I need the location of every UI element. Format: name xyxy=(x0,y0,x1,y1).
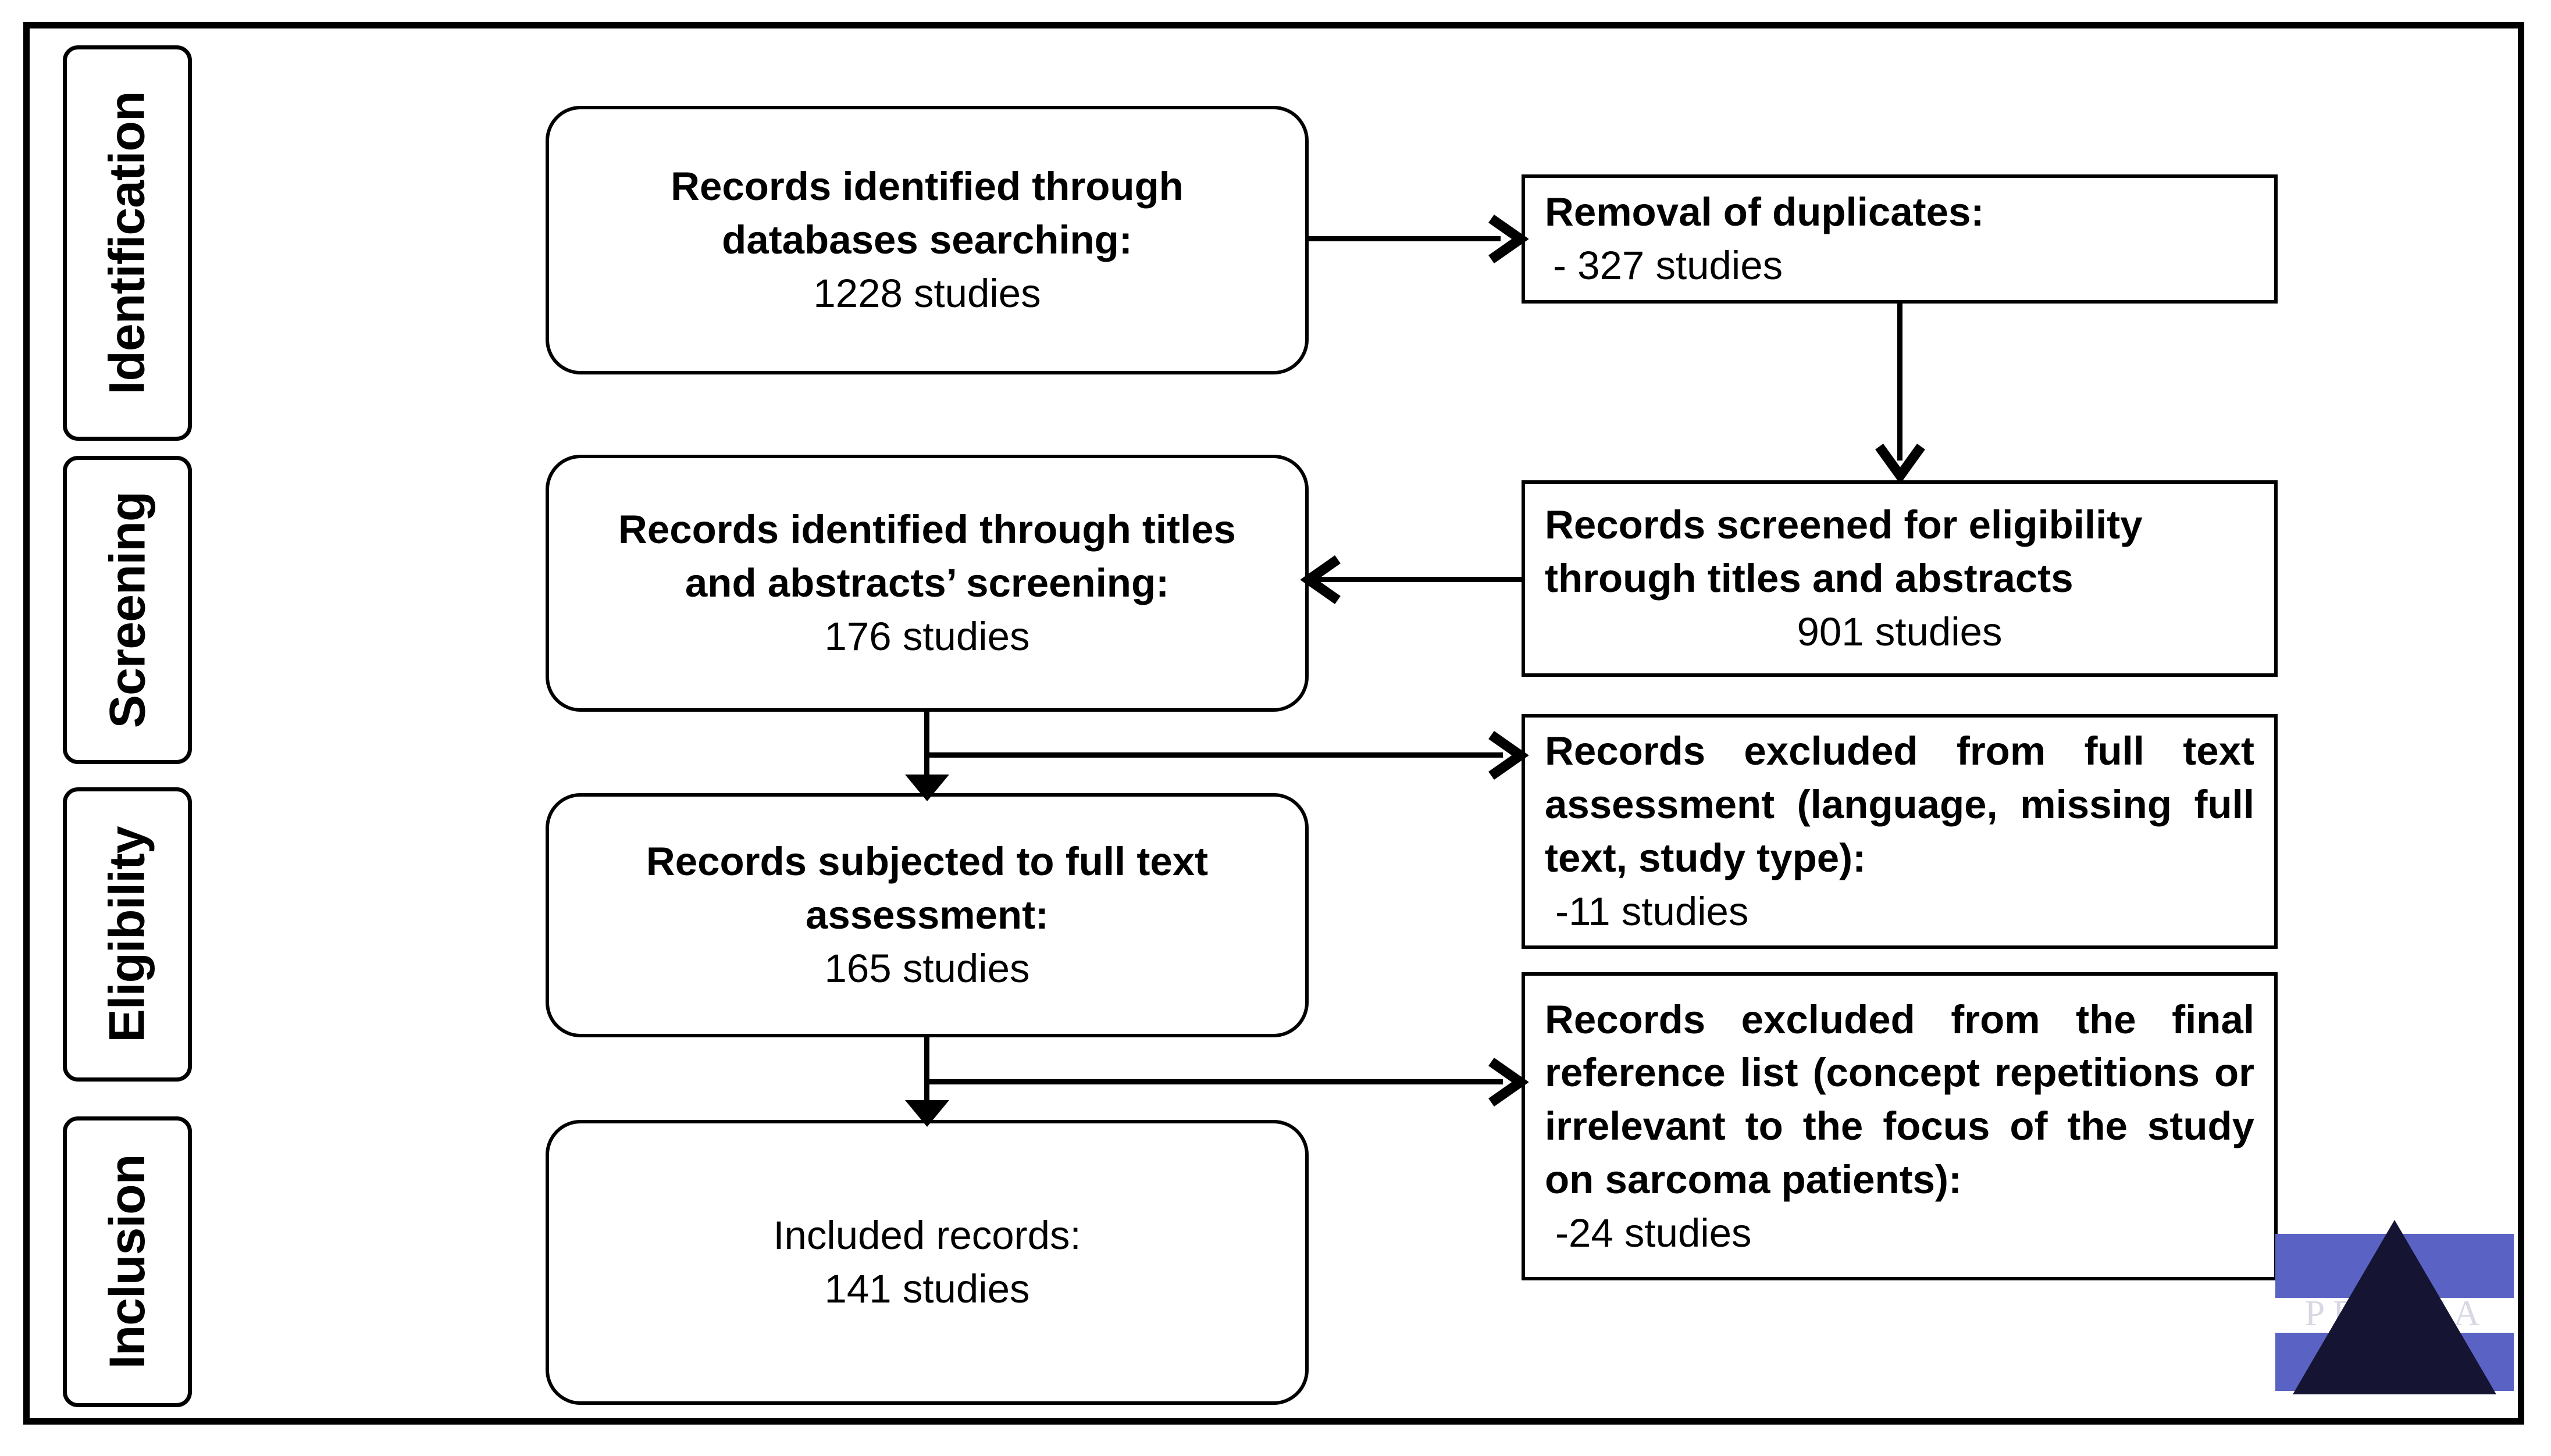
node-included-count: 141 studies xyxy=(824,1266,1030,1311)
node-duplicates-line1: Removal of duplicates: xyxy=(1545,190,1984,235)
stage-label-inclusion-text: Inclusion xyxy=(99,1154,155,1369)
node-excluded-fulltext-body: Records excluded from full text assessme… xyxy=(1545,729,2266,880)
node-titles-abstracts-count: 176 studies xyxy=(824,613,1030,659)
node-removal-of-duplicates: Removal of duplicates: - 327 studies xyxy=(1522,174,2278,304)
node-fulltext-line1: Records subjected to full text xyxy=(646,839,1209,884)
stage-label-inclusion: Inclusion xyxy=(63,1116,192,1407)
arrowhead-right-excluded-fulltext xyxy=(1487,730,1529,780)
arrowhead-down-screened xyxy=(1875,442,1926,485)
node-included-records: Included records: 141 studies xyxy=(546,1120,1309,1405)
connector-branch-to-excluded-fulltext xyxy=(924,752,1503,758)
arrowhead-down-included xyxy=(902,1099,953,1129)
node-records-subjected-fulltext: Records subjected to full text assessmen… xyxy=(546,793,1309,1037)
node-records-screened-eligibility: Records screened for eligibility through… xyxy=(1522,480,2278,677)
node-databases-line2: databases searching: xyxy=(722,217,1132,263)
prisma-logo: PRISMA xyxy=(2269,1204,2520,1419)
stage-label-screening-text: Screening xyxy=(99,491,155,729)
arrowhead-down-fulltext xyxy=(902,773,953,804)
node-databases-line1: Records identified through xyxy=(671,164,1184,209)
node-screened-line1: Records screened for eligibility xyxy=(1545,502,2143,548)
node-excluded-final-count: -24 studies xyxy=(1555,1210,1752,1255)
node-records-identified-titles-abstracts: Records identified through titles and ab… xyxy=(546,455,1309,712)
node-excluded-final-body: Records excluded from the final referenc… xyxy=(1545,997,2266,1202)
connector-branch-to-excluded-final xyxy=(924,1079,1503,1084)
stage-label-identification: Identification xyxy=(63,45,192,441)
connector-databases-to-duplicates xyxy=(1309,236,1501,241)
node-records-excluded-fulltext: Records excluded from full text assessme… xyxy=(1522,714,2278,949)
node-records-identified-databases: Records identified through databases sea… xyxy=(546,106,1309,374)
node-fulltext-line2: assessment: xyxy=(805,893,1049,938)
node-screened-count: 901 studies xyxy=(1797,609,2003,654)
prisma-logo-triangle-icon xyxy=(2293,1220,2496,1394)
stage-label-screening: Screening xyxy=(63,456,192,764)
node-titles-abstracts-line2: and abstracts’ screening: xyxy=(685,561,1170,606)
arrowhead-right-duplicates xyxy=(1487,214,1529,264)
connector-screened-to-titles xyxy=(1310,577,1523,582)
node-duplicates-count: - 327 studies xyxy=(1553,243,1783,288)
node-titles-abstracts-line1: Records identified through titles xyxy=(618,507,1236,552)
connector-duplicates-to-screened xyxy=(1897,304,1902,461)
node-fulltext-count: 165 studies xyxy=(824,945,1030,991)
node-included-line1: Included records: xyxy=(773,1213,1081,1258)
node-screened-line2: through titles and abstracts xyxy=(1545,556,2073,601)
arrowhead-left-titles xyxy=(1301,555,1342,605)
node-databases-count: 1228 studies xyxy=(813,270,1041,316)
stage-label-identification-text: Identification xyxy=(99,91,156,395)
node-excluded-fulltext-count: -11 studies xyxy=(1555,888,1749,934)
node-records-excluded-final: Records excluded from the final referenc… xyxy=(1522,972,2278,1280)
stage-label-eligibility: Eligibility xyxy=(63,787,192,1082)
stage-label-eligibility-text: Eligibility xyxy=(99,826,156,1043)
arrowhead-right-excluded-final xyxy=(1487,1057,1529,1107)
